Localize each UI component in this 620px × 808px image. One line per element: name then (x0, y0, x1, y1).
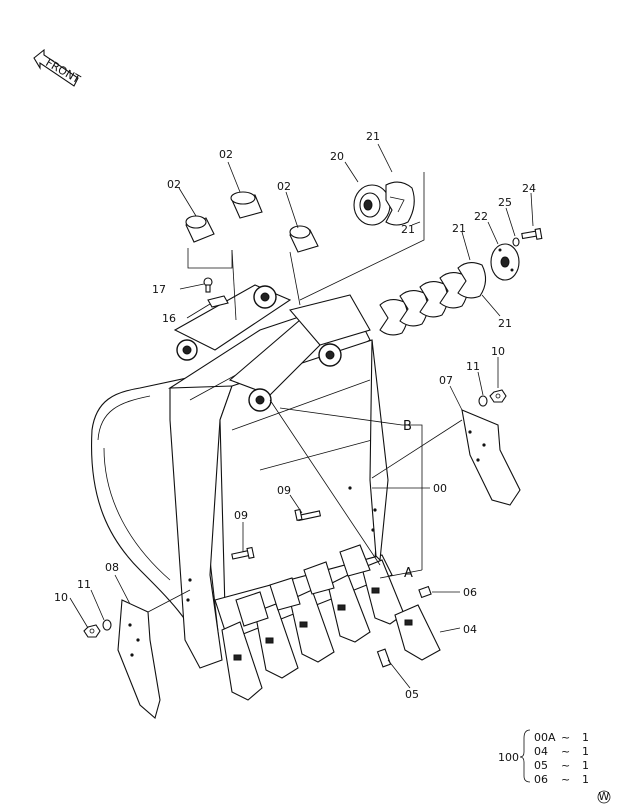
callout-20: 20 (330, 150, 344, 163)
kit-row-part: 00A (534, 731, 556, 744)
washer-11-left (102, 619, 112, 631)
bushing-02-right (289, 225, 319, 253)
callout-02: 02 (277, 180, 291, 193)
w-mark-label: W (599, 790, 610, 803)
callout-11: 11 (466, 360, 480, 373)
kit-row-sep: ~ (561, 731, 570, 744)
callout-10: 10 (491, 345, 505, 358)
callout-17: 17 (152, 283, 166, 296)
kit-row-qty: 1 (582, 731, 589, 744)
leader-lines (69, 143, 534, 689)
callout-21: 21 (452, 222, 466, 235)
callout-07: 07 (439, 374, 453, 387)
callout-A: A (404, 566, 413, 581)
kit-row-sep: ~ (561, 773, 570, 786)
callout-09: 09 (234, 509, 248, 522)
w-mark: W (597, 790, 611, 804)
callout-10: 10 (54, 591, 68, 604)
kit-row-part: 04 (534, 745, 548, 758)
kit-row-qty: 1 (582, 773, 589, 786)
side-cutter-right (461, 409, 521, 506)
kit-table: 100 00A ~ 1 04 ~ 1 05 ~ 1 06 ~ 1 (498, 729, 589, 786)
bolt-09-lower (231, 546, 255, 560)
boss-20 (353, 184, 391, 226)
pin-05 (376, 648, 392, 668)
callout-00: 00 (433, 482, 447, 495)
shim-21-upper (385, 181, 415, 226)
nut-10-right (489, 389, 507, 403)
kit-row-part: 05 (534, 759, 548, 772)
shim-stack-21 (379, 262, 487, 336)
callout-21: 21 (366, 130, 380, 143)
kit-row-part: 06 (534, 773, 548, 786)
callout-B: B (403, 419, 412, 434)
callout-22: 22 (474, 210, 488, 223)
bucket-teeth (221, 544, 405, 701)
bolt-09-upper (294, 508, 322, 522)
kit-group-number: 100 (498, 751, 519, 764)
callout-02: 02 (167, 178, 181, 191)
fitting-17 (203, 277, 213, 293)
front-arrow: FRONT (33, 48, 83, 87)
callout-02: 02 (219, 148, 233, 161)
bushing-02-left (185, 215, 215, 243)
callout-11: 11 (77, 578, 91, 591)
tooth-exploded (394, 604, 441, 661)
callout-04: 04 (463, 623, 477, 636)
callout-labels: 02 02 02 20 21 21 21 21 22 25 24 17 16 1… (54, 130, 536, 701)
callout-21: 21 (401, 223, 415, 236)
bushing-02-center (230, 191, 263, 219)
nut-10-left (83, 624, 101, 638)
washer-11-right (478, 395, 488, 407)
front-arrow-label: FRONT (43, 56, 82, 86)
washer-25 (512, 237, 520, 247)
plate-16 (207, 295, 229, 308)
kit-row-qty: 1 (582, 759, 589, 772)
callout-25: 25 (498, 196, 512, 209)
callout-24: 24 (522, 182, 536, 195)
kit-row-sep: ~ (561, 745, 570, 758)
side-cutter-left (117, 599, 161, 719)
callout-16: 16 (162, 312, 176, 325)
bolt-24 (521, 227, 543, 240)
callout-09: 09 (277, 484, 291, 497)
lock-06 (418, 585, 432, 599)
callout-06: 06 (463, 586, 477, 599)
plate-22 (490, 243, 520, 281)
kit-row-qty: 1 (582, 745, 589, 758)
callout-21: 21 (498, 317, 512, 330)
kit-row-sep: ~ (561, 759, 570, 772)
callout-08: 08 (105, 561, 119, 574)
callout-05: 05 (405, 688, 419, 701)
